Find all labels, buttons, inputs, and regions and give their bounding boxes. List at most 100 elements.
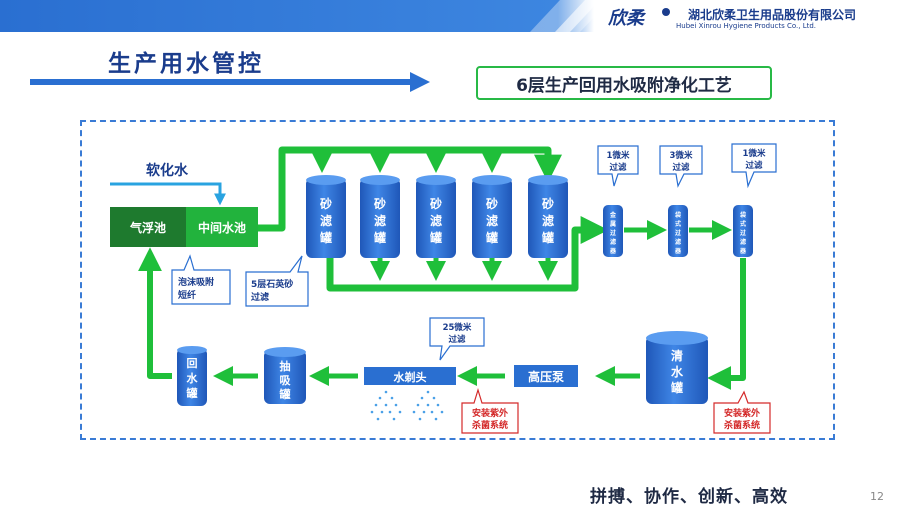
clean-water-tank: 清 水 罐 bbox=[646, 331, 708, 404]
foam-note: 泡沫吸附 短纤 bbox=[171, 254, 231, 305]
tank-char: 器 bbox=[609, 247, 617, 255]
tank-char: 滤 bbox=[486, 213, 498, 228]
tank-char: 清 bbox=[671, 348, 683, 363]
tank-char: 罐 bbox=[319, 230, 332, 245]
tank-char: 滤 bbox=[542, 213, 554, 228]
intermediate-tank bbox=[186, 207, 258, 247]
foam-note-text: 短纤 bbox=[178, 289, 196, 301]
tank-char: 罐 bbox=[429, 230, 442, 245]
spray-head bbox=[364, 367, 456, 385]
note-25-micron: 25微米 过滤 bbox=[429, 317, 485, 361]
sand-filter-tank-4: 砂 滤 罐 bbox=[472, 175, 512, 258]
tank-char: 抽 bbox=[280, 359, 291, 373]
filter-note-text: 1微米 bbox=[607, 150, 630, 161]
return-water-tank: 回 水 罐 bbox=[177, 346, 207, 406]
spray-water-drops bbox=[370, 390, 444, 421]
filter-note-1: 1微米 过滤 bbox=[597, 145, 639, 187]
tank-char: 滤 bbox=[610, 238, 616, 246]
uv-note-1: 安装紫外 杀菌系统 bbox=[461, 387, 519, 434]
intermediate-tank-label: 中间水池 bbox=[198, 220, 246, 235]
note-text: 25微米 bbox=[443, 322, 472, 333]
tank-char: 砂 bbox=[485, 196, 498, 211]
tank-char: 水 bbox=[671, 364, 684, 379]
filter-note-text: 1微米 bbox=[743, 148, 766, 159]
tank-char: 罐 bbox=[279, 387, 291, 401]
soft-water-pipe bbox=[110, 182, 226, 206]
quartz-note: 5层石英砂 过滤 bbox=[245, 255, 309, 307]
tank-char: 罐 bbox=[541, 230, 554, 245]
tank-char: 罐 bbox=[485, 230, 498, 245]
high-pressure-pump bbox=[514, 365, 578, 387]
flotation-tank-label: 气浮池 bbox=[129, 220, 166, 235]
tank-char: 吸 bbox=[280, 374, 292, 387]
pipe-to-clean-tank bbox=[707, 258, 746, 390]
high-pressure-pump-label: 高压泵 bbox=[528, 369, 564, 384]
tank-char: 滤 bbox=[320, 213, 332, 228]
company-name-cn: 湖北欣柔卫生用品股份有限公司 bbox=[688, 8, 857, 22]
tank-char: 属 bbox=[610, 220, 616, 228]
tank-char: 滤 bbox=[740, 238, 746, 246]
diagram-frame bbox=[80, 120, 835, 440]
tank-char: 滤 bbox=[675, 238, 681, 246]
tank-char: 式 bbox=[675, 220, 681, 228]
sand-filter-tank-2: 砂 滤 罐 bbox=[360, 175, 400, 258]
sand-filter-tank-5: 砂 滤 罐 bbox=[528, 175, 568, 258]
bag-filter-2: 袋 式 过 滤 器 bbox=[733, 205, 753, 257]
tank-char: 滤 bbox=[430, 213, 442, 228]
filter-note-text: 3微米 bbox=[670, 150, 693, 161]
pipe-return-to-flotation bbox=[138, 247, 172, 379]
quartz-note-text: 过滤 bbox=[251, 291, 269, 303]
tank-char: 器 bbox=[739, 247, 747, 255]
tank-char: 袋 bbox=[674, 211, 682, 219]
filter-note-3: 1微米 过滤 bbox=[731, 143, 777, 189]
sand-filter-tank-1: 砂 滤 罐 bbox=[306, 175, 346, 258]
tank-char: 式 bbox=[740, 220, 746, 228]
tank-char: 过 bbox=[610, 229, 616, 237]
filter-note-text: 过滤 bbox=[745, 160, 763, 171]
uv-note-2: 安装紫外 杀菌系统 bbox=[713, 390, 771, 434]
soft-water-label: 软化水 bbox=[146, 162, 189, 179]
spray-head-label: 水剃头 bbox=[394, 370, 427, 384]
sand-filter-tank-3: 砂 滤 罐 bbox=[416, 175, 456, 258]
tank-char: 罐 bbox=[670, 380, 683, 395]
tank-char: 金 bbox=[609, 211, 617, 219]
tank-char: 回 bbox=[187, 356, 198, 370]
foam-note-text: 泡沫吸附 bbox=[178, 276, 214, 288]
flotation-tank bbox=[110, 207, 186, 247]
tank-char: 水 bbox=[187, 371, 199, 385]
filter-note-text: 过滤 bbox=[672, 162, 690, 173]
tank-char: 砂 bbox=[541, 196, 554, 211]
filter-note-2: 3微米 过滤 bbox=[659, 145, 703, 188]
process-subtitle: 6层生产回用水吸附净化工艺 bbox=[476, 66, 772, 100]
uv-note-text: 安装紫外 bbox=[724, 407, 760, 419]
tank-char: 砂 bbox=[319, 196, 332, 211]
tank-char: 过 bbox=[675, 229, 681, 237]
filter-note-text: 过滤 bbox=[609, 162, 627, 173]
tank-char: 器 bbox=[674, 247, 682, 255]
pipe-to-sand-filters bbox=[258, 146, 562, 232]
tank-char: 罐 bbox=[373, 230, 386, 245]
pipe-collector bbox=[326, 216, 609, 292]
quartz-note-text: 5层石英砂 bbox=[251, 278, 293, 290]
tank-char: 滤 bbox=[374, 213, 386, 228]
uv-note-text: 安装紫外 bbox=[472, 407, 508, 419]
tank-char: 砂 bbox=[373, 196, 386, 211]
slogan: 拼搏、协作、创新、高效 bbox=[590, 487, 788, 507]
metal-filter: 金 属 过 滤 器 bbox=[603, 205, 623, 257]
bag-filter-1: 袋 式 过 滤 器 bbox=[668, 205, 688, 257]
svg-text:欣柔: 欣柔 bbox=[608, 8, 647, 29]
header-band bbox=[0, 0, 900, 32]
page-number: 12 bbox=[870, 490, 884, 503]
company-logo: 欣柔 bbox=[608, 8, 670, 29]
company-name-en: Hubei Xinrou Hygiene Products Co., Ltd. bbox=[676, 22, 817, 30]
tank-char: 袋 bbox=[739, 211, 747, 219]
page-title: 生产用水管控 bbox=[108, 51, 264, 77]
tank-char: 罐 bbox=[186, 386, 198, 400]
uv-note-text: 杀菌系统 bbox=[724, 419, 760, 431]
uv-note-text: 杀菌系统 bbox=[472, 419, 508, 431]
suction-tank: 抽 吸 罐 bbox=[264, 347, 306, 404]
tank-char: 过 bbox=[740, 229, 746, 237]
tank-char: 砂 bbox=[429, 196, 442, 211]
title-underline-arrow bbox=[30, 72, 430, 92]
